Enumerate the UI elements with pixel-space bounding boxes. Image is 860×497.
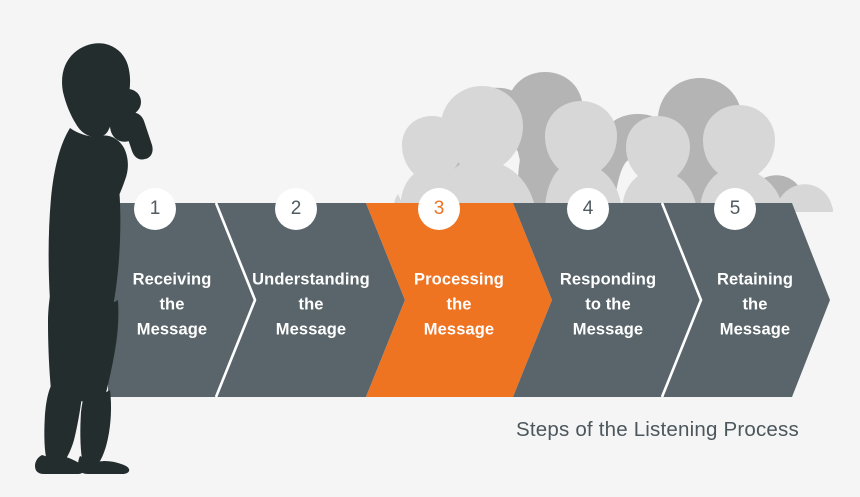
speaker-shoe-left	[35, 455, 85, 474]
step-label-5: Retaining the Message	[717, 268, 793, 343]
step-shape-1[interactable]	[108, 203, 255, 397]
step-label-line: Processing	[414, 270, 504, 289]
step-label-line: Message	[572, 320, 644, 339]
step-shape-4[interactable]	[513, 203, 701, 397]
caption-title: Steps of the Listening Process	[516, 418, 799, 441]
speaker-shoe-right	[78, 456, 130, 474]
step-badge-number: 2	[290, 198, 302, 219]
step-label-line: the	[298, 295, 324, 314]
step-label-line: Message	[719, 320, 791, 339]
step-shape-2[interactable]	[216, 203, 405, 397]
step-badge-2[interactable]: 2	[275, 188, 317, 230]
speaker-leg-left	[44, 386, 82, 461]
microphone-head-icon	[115, 89, 141, 115]
microphone-body-icon	[123, 112, 153, 160]
step-label-line: Message	[275, 320, 347, 339]
speaker-jaw	[94, 92, 119, 117]
step-shape-3[interactable]	[366, 203, 552, 397]
step-label-line: the	[446, 295, 472, 314]
step-badge-number: 1	[149, 198, 161, 219]
step-badge-1[interactable]: 1	[134, 188, 176, 230]
step-label-line: Retaining	[716, 270, 794, 289]
step-label-line: to the	[585, 295, 631, 314]
speaker-arm	[100, 135, 128, 210]
step-separators	[214, 202, 703, 398]
step-label-line: Responding	[559, 270, 657, 289]
separator-1-2	[214, 202, 257, 398]
speaker-leg-right	[80, 390, 112, 463]
step-label-line: the	[159, 295, 185, 314]
step-label-line: Message	[423, 320, 495, 339]
step-label-4: Responding to the Message	[560, 268, 656, 343]
step-label-3: Processing the Message	[414, 268, 504, 343]
speaker-hips	[48, 296, 119, 402]
step-label-line: Receiving	[132, 270, 212, 289]
separator-4-5	[660, 202, 703, 398]
step-label-2: Understanding the Message	[252, 268, 370, 343]
step-shape-5[interactable]	[662, 203, 830, 397]
step-badge-3[interactable]: 3	[418, 188, 460, 230]
step-label-line: Understanding	[252, 270, 370, 289]
step-badge-5[interactable]: 5	[714, 188, 756, 230]
step-label-line: the	[742, 295, 768, 314]
step-badge-number: 3	[433, 198, 445, 219]
step-badge-number: 4	[582, 198, 594, 219]
audience-front-row	[393, 86, 833, 212]
step-label-line: Message	[136, 320, 208, 339]
step-badge-4[interactable]: 4	[567, 188, 609, 230]
step-badge-number: 5	[729, 198, 741, 219]
speaker-torso	[48, 128, 121, 314]
step-label-1: Receiving the Message	[133, 268, 212, 343]
